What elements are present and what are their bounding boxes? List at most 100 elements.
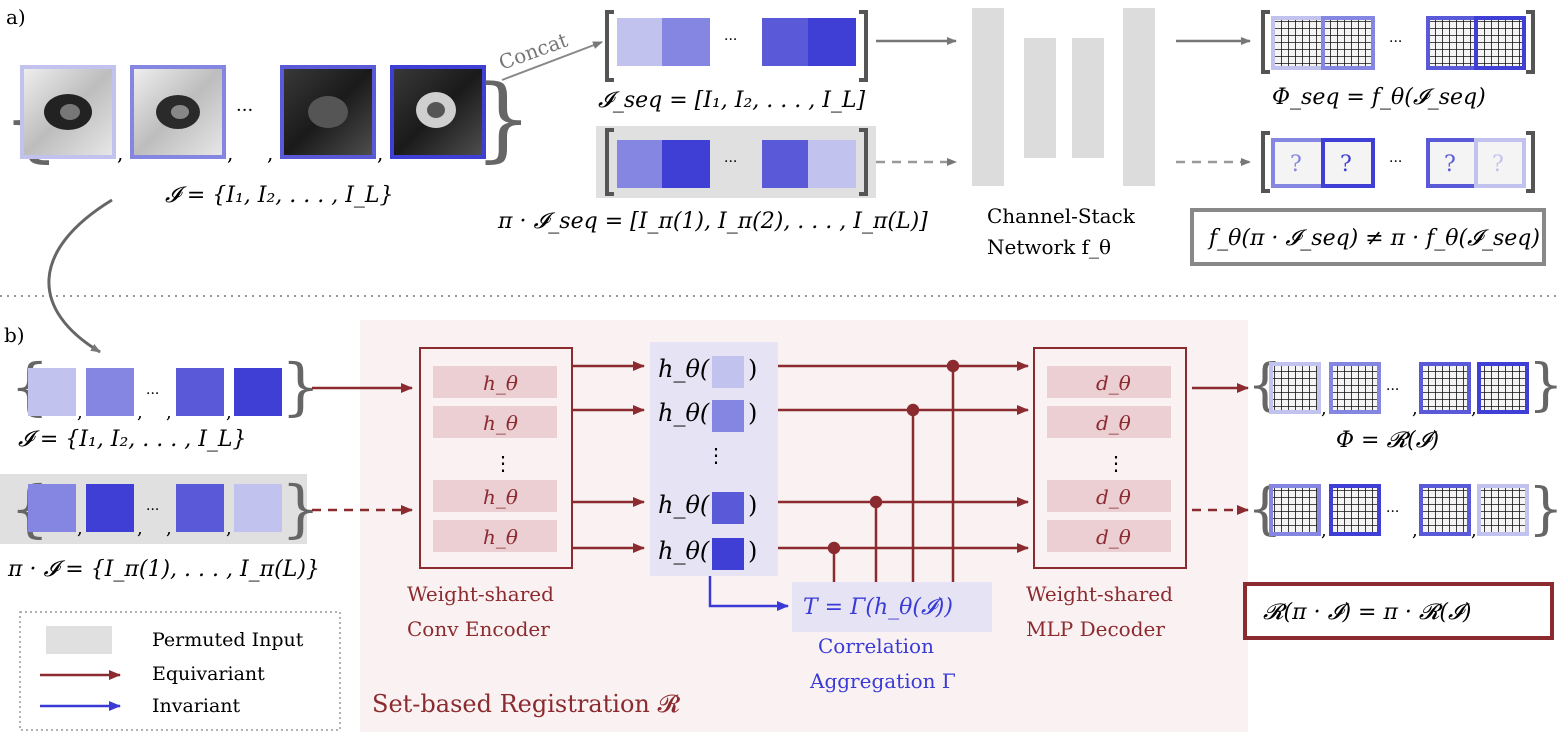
set-b-dots: ··· (146, 386, 159, 402)
encoder-vdots: ⋮ (493, 451, 513, 475)
feature-label-4: h_θ( (658, 537, 710, 565)
set-b-label: 𝓘 = {I₁, I₂, . . . , I_L} (18, 427, 247, 452)
svg-text:,: , (1412, 398, 1418, 419)
correlation-taps (827, 359, 960, 584)
panel-a-label: a) (6, 5, 26, 29)
decoder-caption-2: MLP Decoder (1026, 617, 1165, 641)
legend-permuted-label: Permuted Input (152, 629, 304, 651)
encoder-cell-1: h_θ (483, 371, 518, 395)
unknown-mark-4: ? (1492, 152, 1504, 177)
svg-text:,: , (166, 518, 172, 539)
sequence-tensor: ··· (605, 10, 868, 82)
equivariance-label: 𝓡(π · 𝓘) = π · 𝓡(𝓘) (1263, 600, 1471, 625)
svg-text:): ) (748, 491, 757, 519)
equivariance-box (1243, 582, 1554, 640)
unknown-mark-1: ? (1290, 152, 1302, 177)
feature-label-3: h_θ( (658, 491, 710, 519)
set-registration-label: Set-based Registration 𝓡 (372, 690, 680, 718)
perm-seq-label: π · 𝓘_seq = [I_π(1), I_π(2), . . . , I_π… (497, 209, 928, 234)
seq-dots: ··· (724, 32, 737, 48)
decoder-cell-4: d_θ (1096, 525, 1131, 549)
permuted-sequence-tensor: ··· (605, 128, 868, 196)
svg-text:,: , (1412, 520, 1418, 541)
encoder-caption-2: Conv Encoder (407, 617, 550, 641)
perm-seq-dots: ··· (724, 154, 737, 170)
svg-text:,: , (77, 518, 83, 539)
decoder-caption-1: Weight-shared (1026, 582, 1173, 606)
svg-text:): ) (748, 355, 757, 383)
svg-text:,: , (166, 402, 172, 423)
set-to-panel-b-arrow (47, 198, 113, 354)
legend-permuted-swatch (46, 626, 112, 654)
non-equivariance-box (1190, 208, 1546, 266)
svg-text:,: , (1471, 398, 1477, 419)
unknown-mark-3: ? (1444, 152, 1456, 177)
non-equivariance-label: f_θ(π · 𝓘_seq) ≠ π · f_θ(𝓘_seq) (1207, 226, 1540, 251)
unknown-output-seq: ? ? ··· ? ? (1261, 131, 1535, 193)
svg-text:,: , (137, 518, 143, 539)
unknown-dots: ··· (1389, 154, 1402, 170)
correlation-caption-1: Correlation (818, 634, 934, 658)
panel-b-label: b) (4, 323, 25, 347)
correlation-label: T = Γ(h_θ(𝓘)) (803, 595, 953, 620)
correlation-caption-2: Aggregation Γ (809, 669, 956, 693)
reg-perm-output-dots: ··· (1386, 504, 1399, 520)
encoder-cell-2: h_θ (483, 411, 518, 435)
feature-label-1: h_θ( (658, 355, 710, 383)
encoder-cell-3: h_θ (483, 485, 518, 509)
seq-label: 𝓘_seq = [I₁, I₂, . . . , I_L] (598, 88, 866, 113)
svg-text:): ) (748, 537, 757, 565)
legend-equivariant-label: Equivariant (152, 663, 265, 685)
svg-text:}: } (1528, 477, 1561, 542)
perm-set-b-dots: ··· (146, 502, 159, 518)
decoder-cell-3: d_θ (1096, 485, 1131, 509)
unknown-mark-2: ? (1340, 152, 1352, 177)
svg-text:}: } (281, 350, 320, 423)
reg-output-label: Φ = 𝓡(𝓘) (1336, 428, 1439, 453)
encoder-cell-4: h_θ (483, 525, 518, 549)
svg-text:}: } (1528, 353, 1561, 418)
deformation-output-seq: ··· (1261, 10, 1535, 74)
decoder-cell-1: d_θ (1096, 371, 1131, 395)
registration-perm-output: { , ··· , , } (1247, 477, 1561, 542)
decoder-cell-2: d_θ (1096, 411, 1131, 435)
svg-text:,: , (1321, 520, 1327, 541)
registration-output: { , ··· , , } (1247, 353, 1561, 419)
input-set-label: 𝓘 = {I₁, I₂, . . . , I_L} (165, 183, 394, 208)
perm-set-b-label: π · 𝓘 = {I_π(1), . . . , I_π(L)} (7, 557, 320, 582)
svg-text:,: , (77, 402, 83, 423)
svg-text:,: , (226, 402, 232, 423)
correlation-box (792, 582, 992, 632)
svg-text:,: , (117, 141, 123, 165)
legend-invariant-label: Invariant (152, 695, 241, 717)
network-label-2: Network f_θ (987, 235, 1111, 259)
network-label-1: Channel-Stack (987, 204, 1136, 228)
input-dots: ··· (236, 100, 253, 121)
seq-output-label: Φ_seq = f_θ(𝓘_seq) (1272, 85, 1486, 110)
decoder-vdots: ⋮ (1106, 451, 1126, 475)
feature-vdots: ⋮ (706, 443, 726, 467)
svg-text:}: } (281, 472, 320, 545)
svg-text:,: , (377, 141, 383, 165)
mlp-decoder (1033, 347, 1187, 569)
svg-text:}: } (474, 65, 533, 172)
feature-label-2: h_θ( (658, 399, 710, 427)
reg-output-dots: ··· (1386, 382, 1399, 398)
input-image-set: { , , ··· , , } (2, 65, 533, 172)
mri-frame-2 (130, 65, 226, 159)
svg-text:,: , (1471, 520, 1477, 541)
svg-text:): ) (748, 399, 757, 427)
conv-encoder (419, 347, 573, 569)
concat-arrow (501, 41, 603, 81)
channel-stack-network (972, 8, 1155, 186)
svg-text:,: , (226, 518, 232, 539)
deform-dots: ··· (1389, 34, 1402, 50)
encoder-caption-1: Weight-shared (407, 582, 554, 606)
svg-text:,: , (267, 141, 273, 165)
svg-text:,: , (1321, 398, 1327, 419)
invariant-arrow (708, 576, 789, 611)
svg-text:,: , (227, 141, 233, 165)
permuted-set-b: { , , ··· , , } (10, 472, 320, 545)
